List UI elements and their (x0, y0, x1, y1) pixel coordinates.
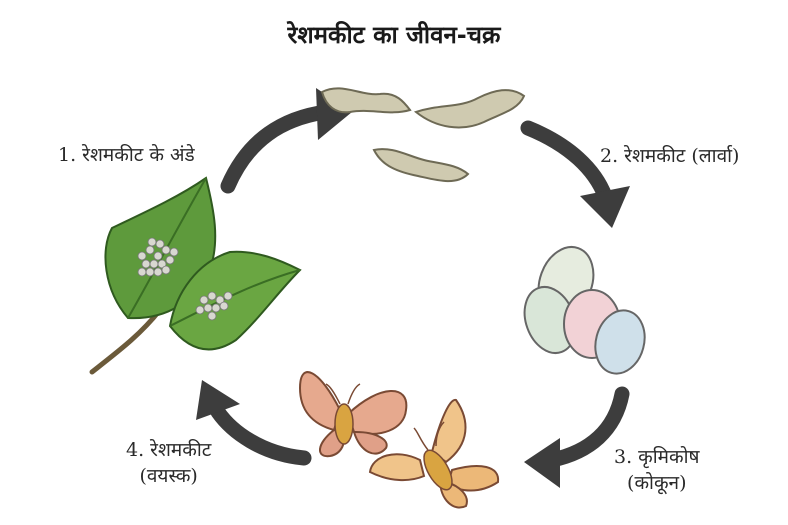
adult-moth-illustration (300, 372, 498, 507)
larva-illustration (322, 88, 524, 181)
stage-2-text: 2. रेशमकीट (लार्वा) (600, 145, 739, 167)
arrow-cocoon-to-adult-head (524, 438, 560, 488)
leaf-with-eggs-illustration (92, 178, 300, 372)
arrow-cocoon-to-adult (552, 394, 622, 460)
arrow-eggs-to-larva (228, 112, 326, 186)
stage-3-text-line2: (कोकून) (614, 470, 700, 496)
stage-3-text-line1: 3. कृमिकोष (614, 444, 700, 470)
stage-4-text-line1: 4. रेशमकीट (126, 437, 211, 463)
stage-2-label: 2. रेशमकीट (लार्वा) (600, 143, 739, 169)
cocoon-illustration (516, 239, 652, 379)
arrow-larva-to-cocoon-head (580, 186, 630, 228)
stage-4-label: 4. रेशमकीट (वयस्क) (126, 437, 211, 489)
arrow-adult-to-eggs (218, 412, 304, 458)
stage-4-text-line2: (वयस्क) (126, 463, 211, 489)
arrow-larva-to-cocoon (528, 128, 605, 196)
stage-1-text: 1. रेशमकीट के अंडे (58, 144, 195, 166)
stage-1-label: 1. रेशमकीट के अंडे (58, 142, 195, 168)
stage-3-label: 3. कृमिकोष (कोकून) (614, 444, 700, 496)
